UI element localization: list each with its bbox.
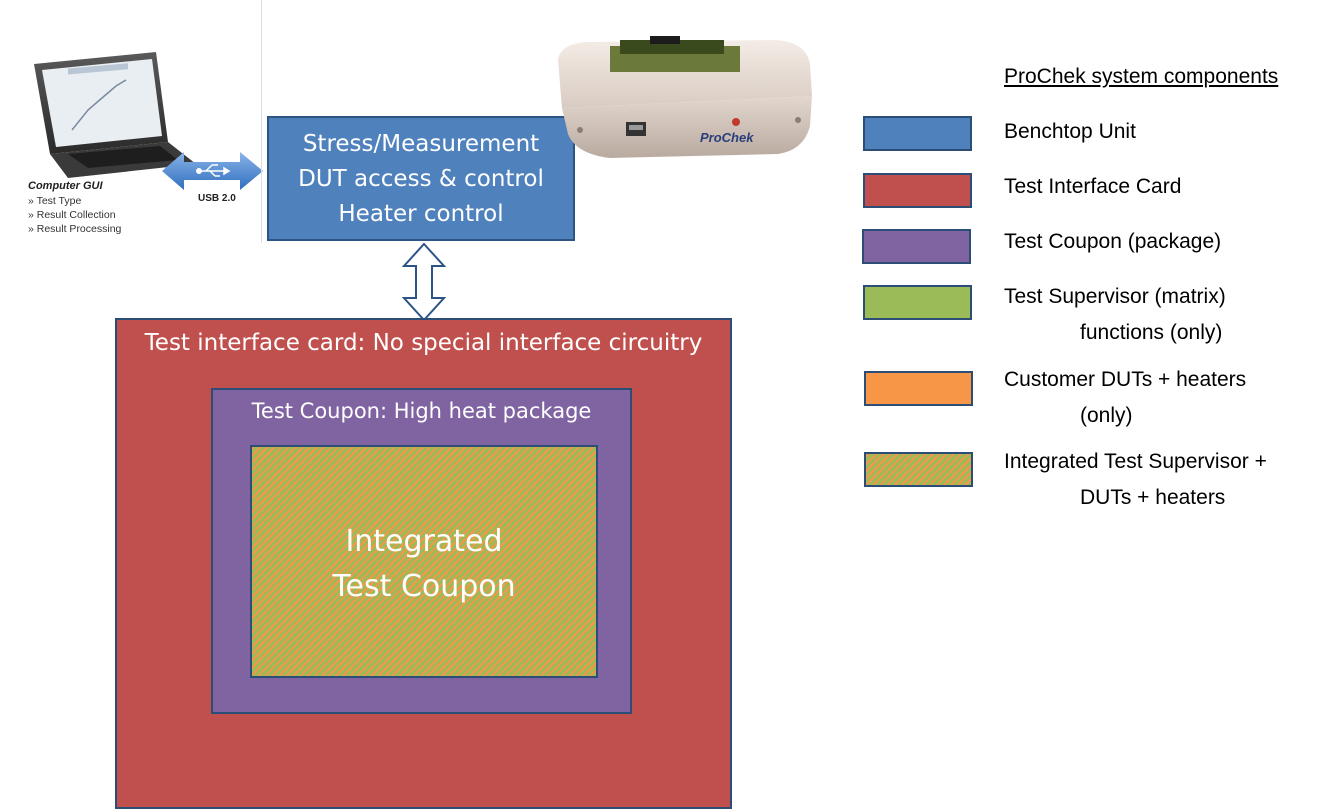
legend-text: Integrated Test Supervisor +: [1004, 450, 1267, 473]
legend-swatch-benchtop: [863, 116, 972, 151]
legend-item-test-interface-card: Test Interface Card: [1004, 169, 1181, 205]
gui-item-result-collection: » Result Collection: [28, 209, 116, 221]
legend-text: Customer DUTs + heaters: [1004, 368, 1247, 391]
legend-item-test-supervisor: Test Supervisor (matrix) functions (only…: [1004, 279, 1226, 351]
computer-gui-description: Computer GUI » Test Type » Result Collec…: [28, 180, 158, 236]
usb-connection-arrow: [162, 152, 263, 190]
benchtop-line-2: DUT access & control: [298, 166, 544, 192]
divider-line: [261, 0, 262, 243]
legend-text-line2: DUTs + heaters: [1080, 486, 1226, 509]
legend-text: Test Coupon (package): [1004, 230, 1222, 253]
legend-text: Benchtop Unit: [1004, 120, 1136, 143]
integrated-line-2: Test Coupon: [332, 569, 516, 604]
integrated-line-1: Integrated: [345, 524, 503, 559]
svg-text:ProChek: ProChek: [700, 130, 754, 145]
prochek-device-image: ProChek: [558, 36, 812, 158]
laptop-icon: [34, 52, 196, 178]
legend-swatch-test-interface-card: [863, 173, 972, 208]
legend-text-line2: (only): [1080, 404, 1133, 427]
legend-text: Test Supervisor (matrix): [1004, 285, 1226, 308]
legend-swatch-test-supervisor: [863, 285, 972, 320]
benchtop-line-1: Stress/Measurement: [302, 131, 540, 157]
legend-swatch-customer-duts: [864, 371, 973, 406]
legend-item-customer-duts: Customer DUTs + heaters (only): [1004, 362, 1246, 434]
gui-item-test-type: » Test Type: [28, 195, 82, 207]
usb-label: USB 2.0: [198, 193, 236, 204]
legend-item-integrated: Integrated Test Supervisor + DUTs + heat…: [1004, 444, 1267, 516]
legend-item-test-coupon: Test Coupon (package): [1004, 224, 1221, 260]
legend-swatch-integrated: [864, 452, 973, 487]
legend-title: ProChek system components: [1004, 65, 1279, 88]
benchtop-line-3: Heater control: [338, 201, 504, 227]
legend-item-benchtop: Benchtop Unit: [1004, 114, 1136, 150]
legend-swatch-test-coupon: [862, 229, 971, 264]
legend-text-line2: functions (only): [1080, 321, 1223, 344]
integrated-test-coupon-box: Integrated Test Coupon: [250, 445, 598, 678]
test-coupon-label: Test Coupon: High heat package: [251, 399, 592, 423]
double-arrow-icon: [401, 242, 447, 322]
gui-title: Computer GUI: [28, 180, 103, 192]
benchtop-unit-box: Stress/Measurement DUT access & control …: [267, 116, 575, 241]
gui-item-result-processing: » Result Processing: [28, 223, 122, 235]
legend-text: Test Interface Card: [1004, 175, 1182, 198]
test-interface-card-label: Test interface card: No special interfac…: [144, 330, 703, 356]
